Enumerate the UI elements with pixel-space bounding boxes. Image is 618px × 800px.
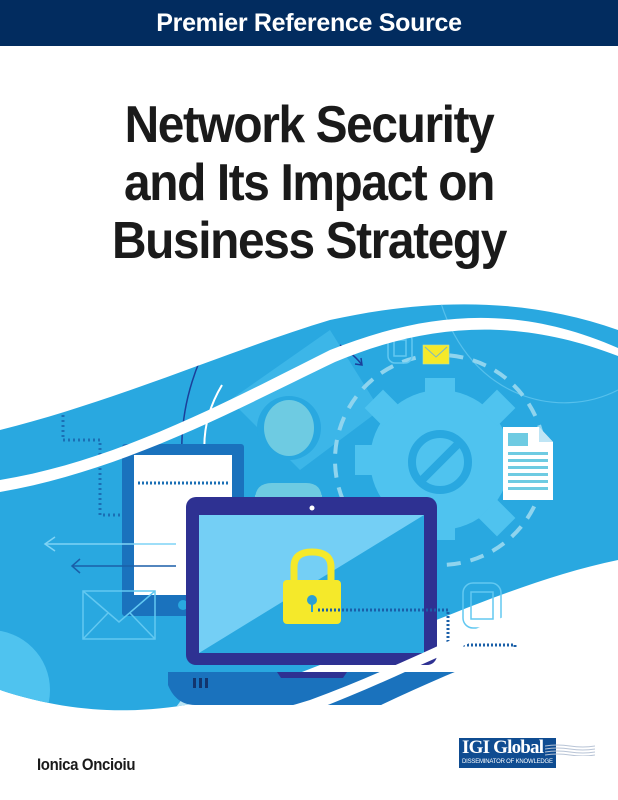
white-swoosh-top	[0, 317, 618, 492]
cover-illustration	[0, 304, 618, 730]
title-line-2: and Its Impact on	[124, 154, 495, 212]
envelope-icon	[422, 344, 450, 365]
document-icon	[503, 427, 553, 500]
title-line-3: Business Strategy	[112, 212, 507, 270]
author-name: Ionica Oncioiu	[37, 755, 136, 774]
envelope-icon	[82, 590, 156, 640]
publisher-logo: IGI Global DISSEMINATOR OF KNOWLEDGE	[459, 738, 599, 768]
arrow-icon	[43, 536, 176, 574]
title-line-1: Network Security	[124, 96, 495, 154]
publisher-tagline: DISSEMINATOR OF KNOWLEDGE	[462, 759, 553, 765]
prohibited-icon	[408, 430, 472, 494]
padlock-icon	[283, 548, 341, 624]
series-banner: Premier Reference Source	[0, 0, 618, 46]
book-title: Network Security and Its Impact on Busin…	[25, 96, 594, 270]
waves-icon	[545, 744, 595, 756]
publisher-name: IGI Global	[462, 737, 544, 758]
series-label: Premier Reference Source	[156, 8, 462, 37]
white-swoosh-bottom	[0, 578, 618, 730]
publisher-logo-box: IGI Global DISSEMINATOR OF KNOWLEDGE	[459, 738, 556, 768]
